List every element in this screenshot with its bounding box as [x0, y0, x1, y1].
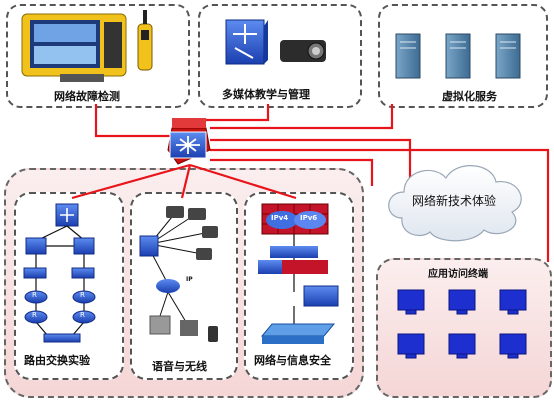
- security-icons: [258, 203, 339, 344]
- link-cloud-2: [210, 158, 374, 186]
- network-analyzer-icon: [21, 13, 127, 82]
- voice-wireless-icons: [139, 206, 218, 342]
- ipv4-tag: IPv4: [271, 214, 289, 222]
- link-terminals: [210, 148, 550, 262]
- terminals-panel: [376, 258, 552, 398]
- ipv6-tag: IPv6: [300, 214, 318, 222]
- router-label-4: R: [80, 311, 85, 319]
- core-switch-icon: [167, 118, 211, 165]
- router-label-3: R: [32, 311, 37, 319]
- projector-icon: [280, 40, 326, 62]
- router-label-2: R: [80, 291, 85, 299]
- server-rack-icons: [395, 33, 521, 79]
- link-fault: [94, 104, 178, 138]
- terminal-monitor-icons: [397, 289, 527, 359]
- router-label-1: R: [32, 291, 37, 299]
- link-cloud-1: [210, 138, 412, 190]
- link-multimedia: [200, 104, 270, 122]
- virtualization-label: 虚拟化服务: [442, 90, 497, 103]
- link-virtualization: [210, 104, 394, 130]
- voice-wireless-label: 语音与无线: [152, 360, 207, 373]
- routing-panel: [14, 192, 124, 380]
- routing-label: 路由交换实验: [24, 354, 90, 367]
- control-panel-icon: [225, 19, 268, 65]
- terminals-label: 应用访问终端: [428, 269, 488, 280]
- routing-topology-icons: [23, 203, 96, 343]
- cable-tester-icon: [137, 10, 153, 71]
- multimedia-label: 多媒体教学与管理: [222, 88, 310, 101]
- link-security: [189, 163, 297, 200]
- link-voice: [180, 164, 192, 199]
- cloud-icon: [388, 165, 522, 242]
- security-label: 网络与信息安全: [254, 354, 331, 367]
- fault-detection-label: 网络故障检测: [54, 90, 120, 103]
- link-routing: [71, 163, 191, 200]
- red-links: [71, 104, 550, 262]
- ip-phone-tag: IP: [186, 276, 193, 283]
- new-tech-label: 网络新技术体验: [412, 194, 497, 208]
